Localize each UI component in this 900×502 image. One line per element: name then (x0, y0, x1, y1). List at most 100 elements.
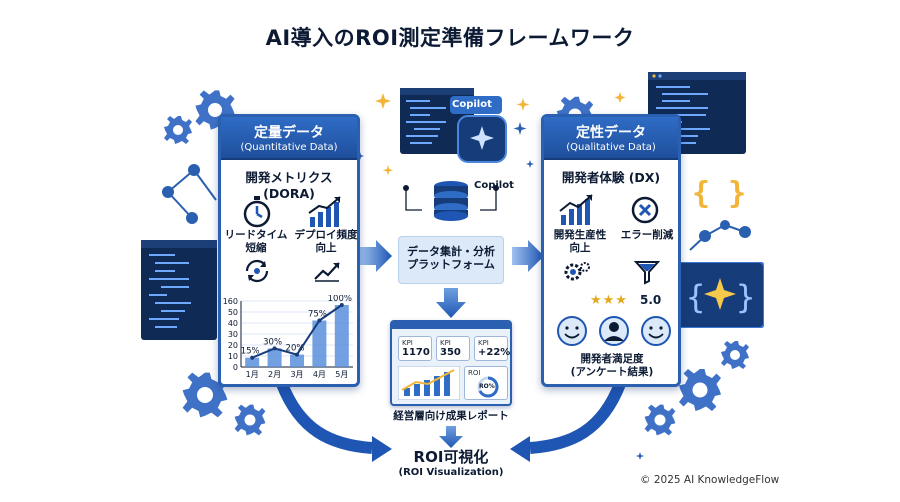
kpi-value: 350 (440, 347, 461, 358)
qualitative-panel: 定性データ (Qualitative Data) 開発者体験 (DX) 開発生産… (541, 114, 681, 387)
report-mini-chart (398, 366, 460, 400)
data-label: 20% (286, 344, 305, 354)
x-tick-label: 4月 (313, 370, 326, 379)
svg-text:{: { (686, 278, 705, 316)
metric-leadtime: リードタイム 短縮 (221, 229, 291, 255)
kpi-card: KPI +22% (474, 336, 511, 361)
roi-visualization: ROI可視化 (ROI Visualization) (380, 446, 522, 478)
trend-point (317, 318, 322, 323)
executive-report-dashboard: KPI 1170 KPI 350 KPI +22% ROI RO% (390, 320, 512, 406)
metric-deploy-line2: 向上 (315, 242, 337, 254)
data-label: 100% (328, 295, 352, 304)
copilot-code-window (400, 88, 507, 163)
curve-arrow-left (276, 381, 373, 454)
roi-title: ROI可視化 (413, 448, 489, 466)
kpi-label: KPI (440, 339, 451, 347)
data-label: 30% (263, 337, 282, 347)
quantitative-header: 定量データ (Quantitative Data) (221, 117, 357, 160)
quantitative-heading: 定量データ (254, 125, 324, 141)
roi-gauge-card: ROI RO% (464, 366, 508, 400)
gear-icon (679, 369, 721, 411)
gear-icon (164, 116, 192, 144)
satisfaction-faces (557, 316, 671, 346)
kpi-card: KPI 350 (436, 336, 470, 361)
gear-icon (721, 341, 749, 369)
bar (290, 354, 304, 367)
star-rating: ★★★ (590, 293, 628, 308)
qualitative-heading: 定性データ (576, 125, 646, 141)
data-label: 15% (241, 347, 260, 357)
funnel-icon (634, 261, 660, 285)
arrow-down (439, 426, 463, 448)
smile-face-icon (641, 316, 671, 346)
qualitative-subheading: (Qualitative Data) (566, 142, 656, 153)
analytics-platform: データ集計・分析 プラットフォーム (398, 236, 504, 284)
quantitative-panel: 定量データ (Quantitative Data) 開発メトリクス (DORA)… (218, 114, 360, 387)
roi-badge: ROI (468, 369, 481, 377)
network-icon (689, 220, 751, 251)
bar (312, 320, 327, 367)
code-window-left (141, 240, 217, 340)
arrow-right (360, 240, 392, 272)
platform-line2: プラットフォーム (407, 258, 495, 271)
item-productivity-line1: 開発生産性 (553, 229, 607, 241)
report-label: 経営層向け成果レポート (393, 410, 509, 422)
trend-up-icon (314, 262, 340, 282)
network-icon (162, 164, 217, 224)
quantitative-subheading: (Quantitative Data) (240, 142, 338, 153)
copyright-footer: © 2025 AI KnowledgeFlow (640, 474, 780, 486)
kpi-value: +22% (478, 347, 511, 358)
trend-point (250, 355, 255, 360)
gears-icon (564, 262, 590, 281)
y-tick-label: 50 (228, 308, 238, 317)
copilot-label: Copilot (474, 180, 514, 191)
satisfaction-label: 開発者満足度 (アンケート結果) (544, 353, 680, 379)
trend-point (295, 352, 299, 357)
gear-icon (644, 404, 676, 436)
satisfaction-line1: 開発者満足度 (580, 353, 644, 365)
item-error-reduction: エラー削減 (620, 229, 674, 241)
roi-ring-label: RO% (479, 383, 495, 390)
gear-icon (234, 404, 266, 436)
kpi-card: KPI 1170 (398, 336, 432, 361)
dora-section-title: 開発メトリクス (DORA) (245, 170, 333, 201)
x-tick-label: 5月 (335, 370, 348, 379)
smile-face-icon (557, 316, 587, 346)
y-tick-label: 160 (223, 297, 238, 306)
rating-value: 5.0 (640, 293, 662, 307)
copilot-tag: Copilot (452, 99, 492, 110)
arrow-down (436, 288, 466, 318)
kpi-label: KPI (402, 339, 413, 347)
kpi-label: KPI (478, 339, 489, 347)
x-tick-label: 3月 (290, 370, 303, 379)
bar (245, 357, 260, 367)
data-label: 75% (308, 310, 327, 320)
y-tick-label: 30 (228, 330, 238, 339)
bar (267, 348, 282, 367)
curve-arrow-right (529, 381, 626, 454)
y-tick-label: 10 (228, 352, 238, 361)
item-productivity: 開発生産性 向上 (544, 229, 616, 255)
roi-ring-icon (477, 376, 499, 398)
braces-icon: { } (692, 176, 747, 211)
trend-point (339, 303, 344, 307)
user-face-icon (599, 316, 629, 346)
trend-point (272, 346, 277, 351)
productivity-chart-icon (559, 194, 593, 225)
ai-code-window: { } (676, 262, 764, 328)
metric-leadtime-line1: リードタイム (224, 229, 288, 241)
qualitative-header: 定性データ (Qualitative Data) (544, 117, 678, 160)
metric-deploy-line1: デプロイ頻度 (294, 229, 358, 241)
dx-section-title: 開発者体験 (DX) (561, 170, 661, 185)
y-tick-label: 20 (228, 341, 238, 350)
svg-text:}: } (736, 278, 755, 316)
y-tick-label: 0 (233, 363, 238, 372)
metric-deploy: デプロイ頻度 向上 (289, 229, 363, 255)
bar (334, 305, 349, 367)
metric-leadtime-line2: 短縮 (245, 242, 267, 254)
y-tick-label: 40 (228, 319, 238, 328)
platform-line1: データ集計・分析 (407, 245, 495, 258)
item-productivity-line2: 向上 (569, 242, 591, 254)
error-x-icon (631, 196, 659, 224)
